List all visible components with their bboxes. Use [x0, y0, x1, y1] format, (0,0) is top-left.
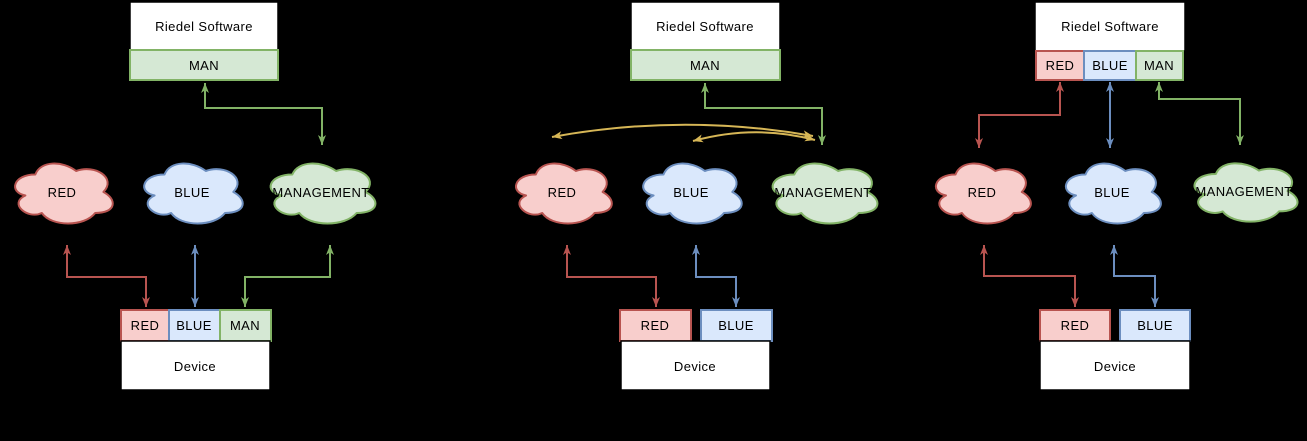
software-port-blue-label: BLUE: [1092, 58, 1128, 73]
arrow-red-cloud-to-device: [563, 245, 660, 307]
device-port-red-label: RED: [1061, 318, 1090, 333]
blue-cloud-label: BLUE: [174, 185, 210, 200]
device-box: [620, 340, 771, 391]
arrow-blue-management-sync: [692, 131, 816, 143]
red-cloud: [14, 162, 114, 225]
scenario-2: Riedel Software MAN RED BLUE MANAGEMENT …: [515, 1, 879, 391]
red-cloud: [515, 162, 613, 225]
arrow-red-port-to-red-cloud: [975, 82, 1064, 148]
arrow-man-to-management: [701, 83, 826, 145]
arrow-red-cloud-to-device: [980, 245, 1079, 307]
device-port-red-label: RED: [131, 318, 160, 333]
device-port-blue: [1119, 309, 1191, 342]
device-label: Device: [674, 359, 716, 374]
software-port-man: [1135, 50, 1184, 81]
blue-cloud-label: BLUE: [1094, 185, 1130, 200]
management-cloud: [771, 162, 879, 225]
blue-cloud: [143, 162, 244, 225]
arrow-blue-cloud-to-device: [692, 245, 740, 307]
software-port-man: [129, 49, 279, 81]
software-label: Riedel Software: [155, 19, 253, 34]
device-port-blue: [700, 309, 773, 342]
device-port-red-label: RED: [641, 318, 670, 333]
device-box: [120, 340, 271, 391]
management-cloud-label: MANAGEMENT: [1195, 184, 1292, 199]
software-port-man-label: MAN: [189, 58, 219, 73]
red-cloud-label: RED: [48, 185, 77, 200]
arrow-man-to-management: [1155, 82, 1244, 145]
arrow-red-management-sync: [551, 123, 814, 140]
device-label: Device: [1094, 359, 1136, 374]
device-port-blue-label: BLUE: [1137, 318, 1173, 333]
software-port-man-label: MAN: [690, 58, 720, 73]
blue-cloud-label: BLUE: [673, 185, 709, 200]
device-port-red: [619, 309, 692, 342]
blue-cloud: [642, 162, 743, 225]
device-port-man-label: MAN: [230, 318, 260, 333]
device-port-red: [1039, 309, 1111, 342]
software-port-blue: [1083, 50, 1137, 81]
red-cloud: [934, 162, 1032, 225]
software-label: Riedel Software: [1061, 19, 1159, 34]
software-box: [630, 1, 781, 51]
blue-cloud: [1064, 162, 1162, 225]
management-cloud: [1193, 162, 1299, 223]
arrow-red-cloud-to-device: [63, 245, 150, 307]
management-cloud: [269, 162, 377, 225]
software-label: Riedel Software: [656, 19, 754, 34]
device-label: Device: [174, 359, 216, 374]
arrow-man-to-management: [201, 83, 326, 145]
red-cloud-label: RED: [968, 185, 997, 200]
arrow-blue-cloud-to-device: [1110, 245, 1159, 307]
device-port-blue-label: BLUE: [718, 318, 754, 333]
arrow-management-cloud-to-device: [241, 245, 334, 307]
device-box: [1039, 340, 1191, 391]
scenario-1: Riedel Software MAN RED BLUE MANAGEMENT …: [14, 1, 377, 391]
software-port-red-label: RED: [1046, 58, 1075, 73]
software-port-man-label: MAN: [1144, 58, 1174, 73]
scenario-3: Riedel Software RED BLUE MAN RED BLUE MA…: [934, 1, 1299, 391]
management-cloud-label: MANAGEMENT: [272, 185, 369, 200]
software-port-man: [630, 49, 781, 81]
software-box: [129, 1, 279, 51]
management-cloud-label: MANAGEMENT: [774, 185, 871, 200]
device-port-blue-label: BLUE: [176, 318, 212, 333]
red-cloud-label: RED: [548, 185, 577, 200]
software-box: [1034, 1, 1186, 52]
